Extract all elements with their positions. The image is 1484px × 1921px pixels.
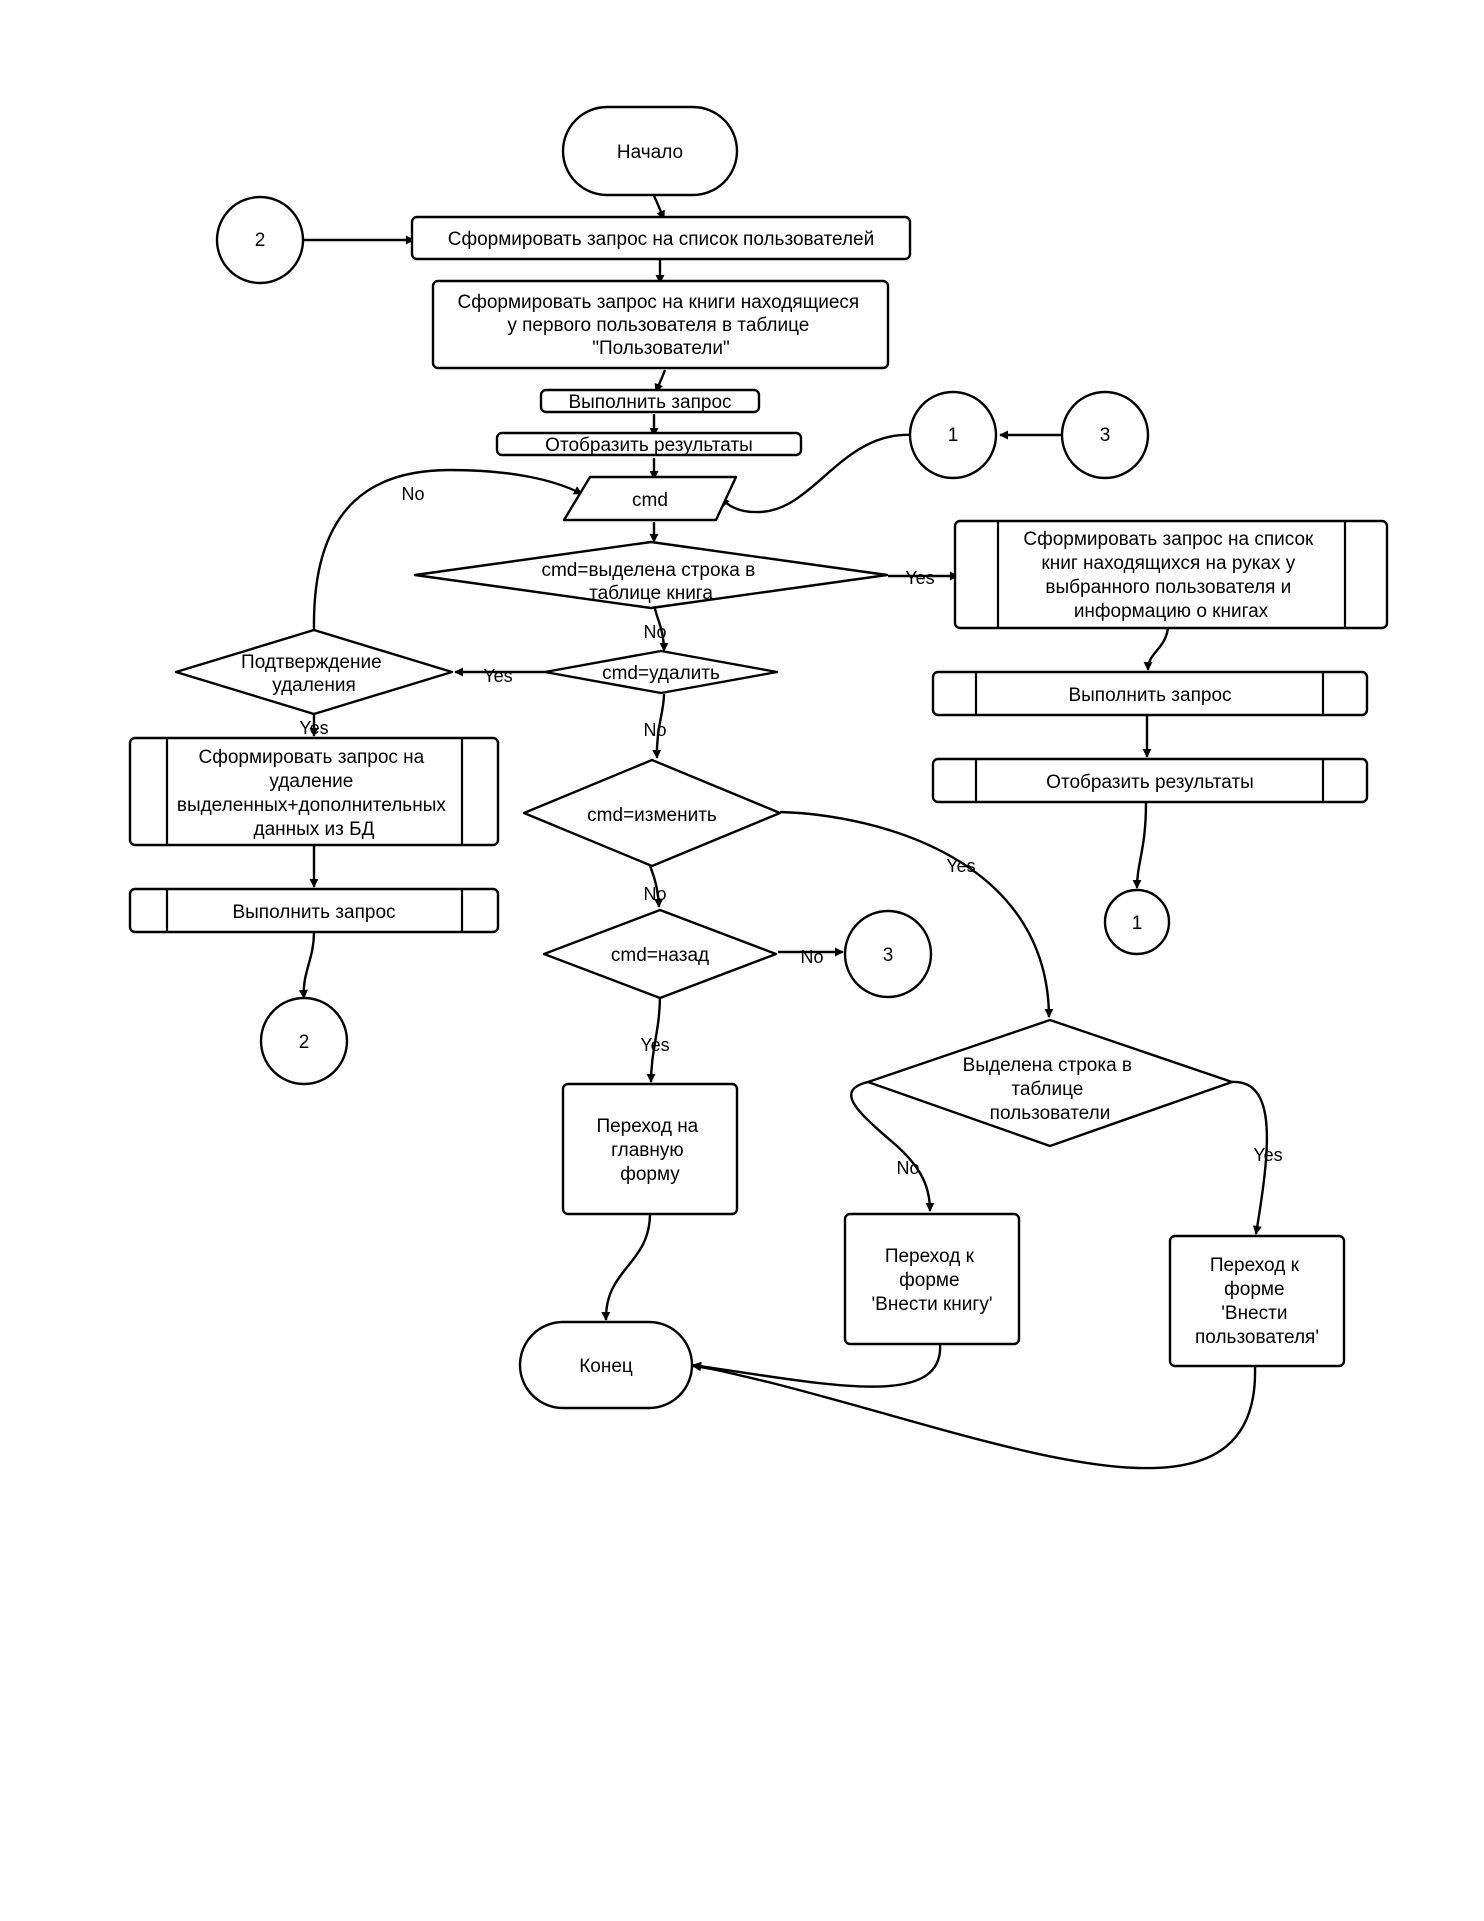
connector-label: 3 [883,945,894,966]
edge-rowusers-no [850,1080,935,1212]
decision-change: cmd=изменить [522,758,782,868]
connector-1-bottom: 1 [1103,888,1171,956]
decision-label: cmd=выделена строка в таблице книга [541,560,760,604]
subprocess-label: Выполнить запрос [1068,685,1231,706]
decision-delete: cmd=удалить [543,649,779,695]
label-no-delete: No [643,720,666,740]
io-label: cmd [632,490,668,511]
edge-back-yes [646,994,662,1083]
decision-label: Выделена строка в таблице пользователи [963,1055,1138,1124]
process-label: Выполнить запрос [568,392,731,413]
decision-row-users: Выделена строка в таблице пользователи [866,1018,1234,1148]
edge-main-to-end [601,1212,652,1321]
process-form-users-query: Сформировать запрос на список пользовате… [410,215,912,261]
process-label: Сформировать запрос на список пользовате… [448,229,875,250]
label-yes-confirm: Yes [299,718,328,738]
process-label: Переход к форме 'Внести пользователя' [1195,1255,1319,1348]
label-no-row-users: No [896,1158,919,1178]
connector-3-top: 3 [1060,390,1150,480]
connector-label: 1 [948,425,959,446]
label-yes-delete: Yes [483,666,512,686]
subprocess-show-results-right: Отобразить результаты [931,757,1369,804]
edge-delete-no [652,693,666,759]
io-cmd-input: cmd [562,475,738,522]
edge-addbook-to-end [692,1342,942,1388]
decision-label: cmd=удалить [602,663,720,684]
end-terminal: Конец [518,1320,694,1410]
edge-adduser-to-end [692,1362,1257,1470]
subprocess-form-books-list-query: Сформировать запрос на список книг наход… [953,519,1389,630]
connector-2-top: 2 [215,195,305,285]
edge-booklist-to-exec [1143,627,1170,671]
process-label: Переход к форме 'Внести книгу' [872,1246,993,1315]
edge-show-right-to-c1 [1132,801,1148,889]
edge-change-no [648,865,664,908]
edge-c1-to-cmd [720,433,915,514]
label-no-change: No [643,884,666,904]
label-yes-back: Yes [640,1035,669,1055]
process-label: Отобразить результаты [545,435,753,456]
subprocess-label: Сформировать запрос на список книг наход… [1023,529,1318,622]
process-label: Сформировать запрос на книги находящиеся… [457,292,864,359]
subprocess-exec-query-delete: Выполнить запрос [128,887,500,934]
decision-label: cmd=назад [611,945,709,966]
label-yes-row-users: Yes [1253,1145,1282,1165]
connector-1-top: 1 [908,390,998,480]
edge-rowusers-yes [1231,1080,1269,1235]
decision-confirm-delete: Подтверждение удаления [174,628,454,716]
subprocess-label: Сформировать запрос на удаление выделенн… [177,747,451,840]
process-exec-query: Выполнить запрос [539,388,761,414]
connector-label: 2 [299,1032,310,1053]
decision-label: cmd=изменить [587,805,717,826]
label-no-back: No [800,947,823,967]
process-form-books-query: Сформировать запрос на книги находящиеся… [431,279,890,370]
subprocess-form-delete-query: Сформировать запрос на удаление выделенн… [128,736,500,847]
process-goto-main-form: Переход на главную форму [561,1082,739,1216]
end-label: Конец [579,1356,633,1377]
edges [298,195,1269,1470]
process-label: Переход на главную форму [596,1116,703,1185]
connector-label: 3 [1100,425,1111,446]
edge-start-to-users-query [652,195,666,220]
label-yes-change: Yes [946,856,975,876]
subprocess-label: Выполнить запрос [232,902,395,923]
edge-change-yes [779,810,1054,1018]
process-goto-add-user: Переход к форме 'Внести пользователя' [1168,1234,1346,1368]
decision-label: Подтверждение удаления [241,652,387,696]
edge-labels: No Yes No Yes Yes No Yes No No Yes No Ye… [299,484,1282,1178]
label-no-confirm: No [401,484,424,504]
subprocess-exec-query-right: Выполнить запрос [931,670,1369,717]
start-label: Начало [617,142,683,163]
decision-back: cmd=назад [542,908,778,1000]
edge-books-to-exec [654,369,667,393]
label-no-row-books: No [643,622,666,642]
edge-confirm-no [312,468,583,631]
connector-label: 2 [255,230,266,251]
process-show-results: Отобразить результаты [495,431,803,457]
subprocess-label: Отобразить результаты [1046,772,1254,793]
edge-execdel-to-c2 [298,931,316,999]
decision-row-books: cmd=выделена строка в таблице книга [413,540,889,610]
connector-label: 1 [1132,913,1143,934]
connector-2-bottom: 2 [259,996,349,1086]
connector-3-mid: 3 [843,909,933,999]
process-goto-add-book: Переход к форме 'Внести книгу' [843,1212,1021,1346]
label-yes-row-books: Yes [905,568,934,588]
start-terminal: Начало [561,105,739,197]
